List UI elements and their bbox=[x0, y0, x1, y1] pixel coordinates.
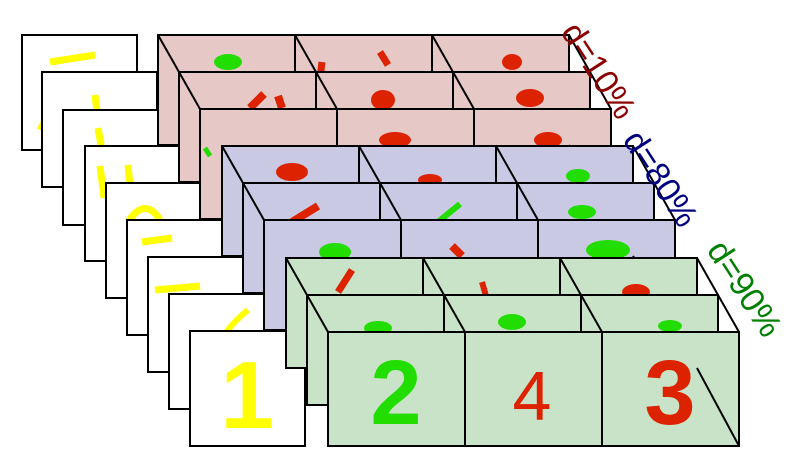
digit-blob bbox=[371, 90, 395, 110]
digit-blob bbox=[586, 240, 630, 260]
query-digit-stroke bbox=[154, 282, 201, 294]
digit-blob bbox=[335, 268, 355, 294]
candidate-digit-2: 4 bbox=[513, 357, 552, 435]
digit-blob bbox=[658, 320, 682, 332]
digit-blob bbox=[566, 169, 590, 183]
digit-blob bbox=[379, 132, 411, 148]
digit-blob bbox=[377, 50, 391, 67]
digit-blob bbox=[449, 243, 465, 259]
digit-blob bbox=[516, 89, 544, 107]
digit-blob bbox=[214, 54, 242, 70]
digit-blob bbox=[568, 205, 596, 219]
digit-blob bbox=[479, 281, 489, 297]
query-digit-stroke bbox=[141, 234, 173, 246]
digit-blob bbox=[534, 132, 562, 148]
digit-blob bbox=[202, 146, 213, 158]
gallery-card-front bbox=[464, 331, 603, 447]
query-digit-front: 1 bbox=[220, 342, 273, 449]
digit-blob bbox=[498, 314, 526, 330]
gallery-card-front bbox=[601, 331, 740, 447]
query-digit-stroke bbox=[125, 205, 163, 225]
cube-group-d90: d=90% bbox=[285, 234, 789, 447]
candidate-digit-3: 3 bbox=[644, 342, 695, 444]
digit-blob bbox=[247, 91, 286, 111]
digit-blob bbox=[276, 163, 308, 181]
candidate-digit-1: 2 bbox=[370, 342, 421, 444]
digit-blob bbox=[319, 243, 351, 261]
cube-edge bbox=[285, 257, 740, 447]
digit-blob bbox=[502, 54, 522, 70]
